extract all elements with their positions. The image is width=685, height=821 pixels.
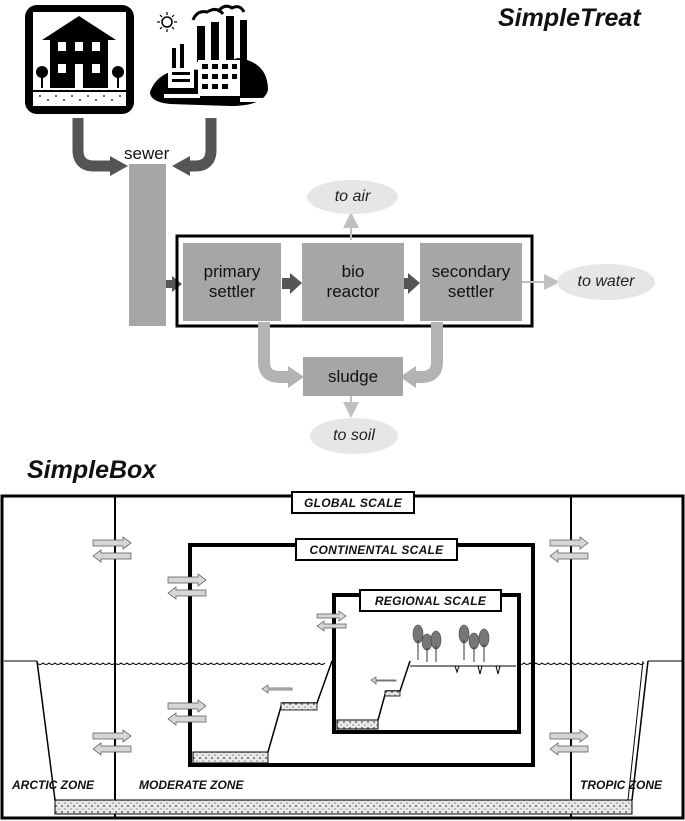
sludge-box: sludge <box>303 357 403 396</box>
global-scale-label: GLOBAL SCALE <box>291 491 415 514</box>
sewer-pipe <box>129 164 166 326</box>
primary-to-bio-arrow <box>282 273 302 294</box>
to-soil-ellipse: to soil <box>310 418 398 454</box>
water-surface <box>4 660 683 665</box>
simpletreat-title: SimpleTreat <box>498 4 641 32</box>
ocean-sediment <box>54 799 633 815</box>
exchange-arrows <box>92 536 589 756</box>
primary-to-sludge-arrow <box>258 322 304 388</box>
arctic-zone-label: ARCTIC ZONE <box>12 778 94 792</box>
continental-shelf <box>192 660 333 764</box>
moderate-zone-label: MODERATE ZONE <box>139 778 244 792</box>
factory-to-sewer-arrow <box>172 118 217 176</box>
arctic-basin <box>36 660 649 801</box>
house-to-sewer-arrow <box>72 118 128 176</box>
house-icon <box>25 5 134 114</box>
to-air-ellipse: to air <box>307 180 398 214</box>
regional-shelf <box>336 660 516 730</box>
tropic-basin <box>627 660 644 801</box>
sewer-label: sewer <box>124 144 170 163</box>
bio-reactor-box: bio reactor <box>302 243 404 321</box>
regional-scale-label: REGIONAL SCALE <box>359 589 502 612</box>
secondary-to-sludge-arrow <box>400 322 443 388</box>
primary-settler-box: primary settler <box>183 243 281 321</box>
continental-scale-label: CONTINENTAL SCALE <box>295 538 458 561</box>
regional-scale-frame <box>332 593 521 734</box>
to-water-ellipse: to water <box>557 264 655 300</box>
sewer-to-plant-arrow <box>166 276 182 292</box>
bio-to-secondary-arrow <box>403 273 420 294</box>
tree-icons <box>412 624 490 662</box>
secondary-settler-box: secondary settler <box>420 243 522 321</box>
simplebox-title: SimpleBox <box>27 456 157 484</box>
tropic-zone-label: TROPIC ZONE <box>580 778 663 792</box>
factory-icon <box>150 4 268 106</box>
